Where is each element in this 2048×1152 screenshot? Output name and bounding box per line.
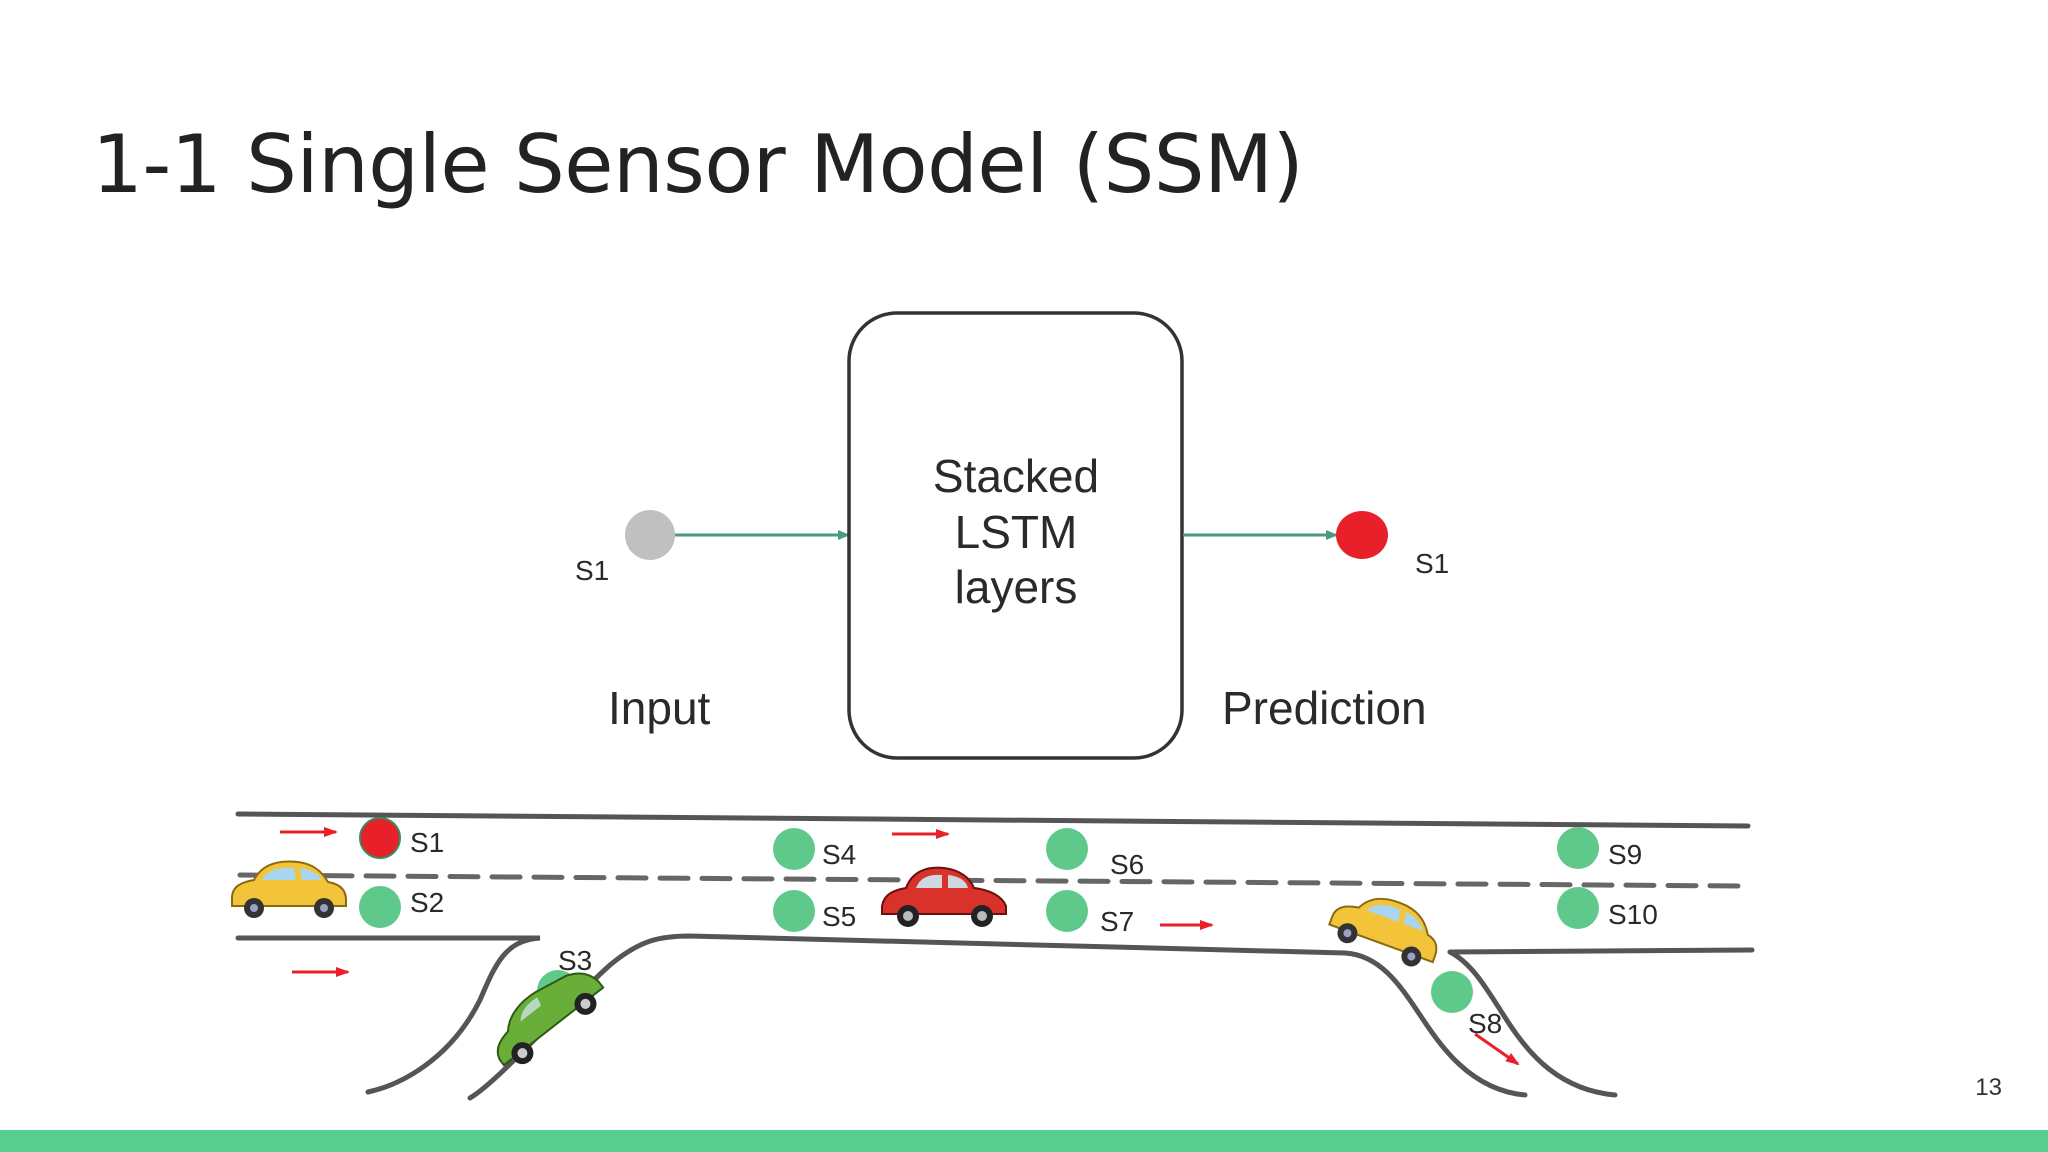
prediction-node [1336,511,1388,559]
svg-text:S9: S9 [1608,839,1642,870]
sensor-s5: S5 [773,890,856,932]
sensor-s2: S2 [359,886,444,928]
lstm-box [847,311,1184,760]
sensor-s8: S8 [1431,971,1502,1039]
svg-text:S7: S7 [1100,906,1134,937]
yellow-car-icon [231,860,347,918]
traffic-arrow [1474,1032,1520,1066]
accent-bar [0,1130,2048,1152]
input-label: Input [608,682,711,734]
road-bottom-edge [467,933,1528,1101]
svg-text:S5: S5 [822,901,856,932]
sensor-s10: S10 [1557,887,1658,930]
road-map [235,811,1755,1101]
green-car-icon [496,972,605,1067]
lstm-box-line-3: layers [955,561,1078,613]
svg-text:S10: S10 [1608,899,1658,930]
sensor-s6: S6 [1046,828,1144,880]
sensor-s1: S1 [359,817,444,859]
sensor-s9: S9 [1557,827,1642,870]
svg-text:S8: S8 [1468,1008,1502,1039]
lane-divider [237,872,1741,889]
slide-title: 1-1 Single Sensor Model (SSM) [92,118,1304,211]
svg-text:S2: S2 [410,887,444,918]
svg-text:S4: S4 [822,839,856,870]
right-ramp-outer [1447,949,1618,1098]
svg-text:S1: S1 [410,827,444,858]
lstm-box-line-1: Stacked [933,450,1099,502]
output-node-label: S1 [1415,548,1449,579]
prediction-label: Prediction [1222,682,1427,734]
road-top-edge [235,811,1751,829]
road-bottom-edge-right [1447,947,1755,955]
left-ramp-outer [235,935,541,1095]
input-node-label: S1 [575,555,609,586]
red-car-icon [881,866,1007,927]
yellow-car-icon [1328,897,1438,967]
input-node [625,510,675,560]
svg-text:S3: S3 [558,945,592,976]
sensor-s4: S4 [773,828,856,870]
lstm-box-line-2: LSTM [955,506,1078,558]
page-number: 13 [1975,1074,2002,1101]
svg-text:S6: S6 [1110,849,1144,880]
sensor-s7: S7 [1046,890,1134,937]
